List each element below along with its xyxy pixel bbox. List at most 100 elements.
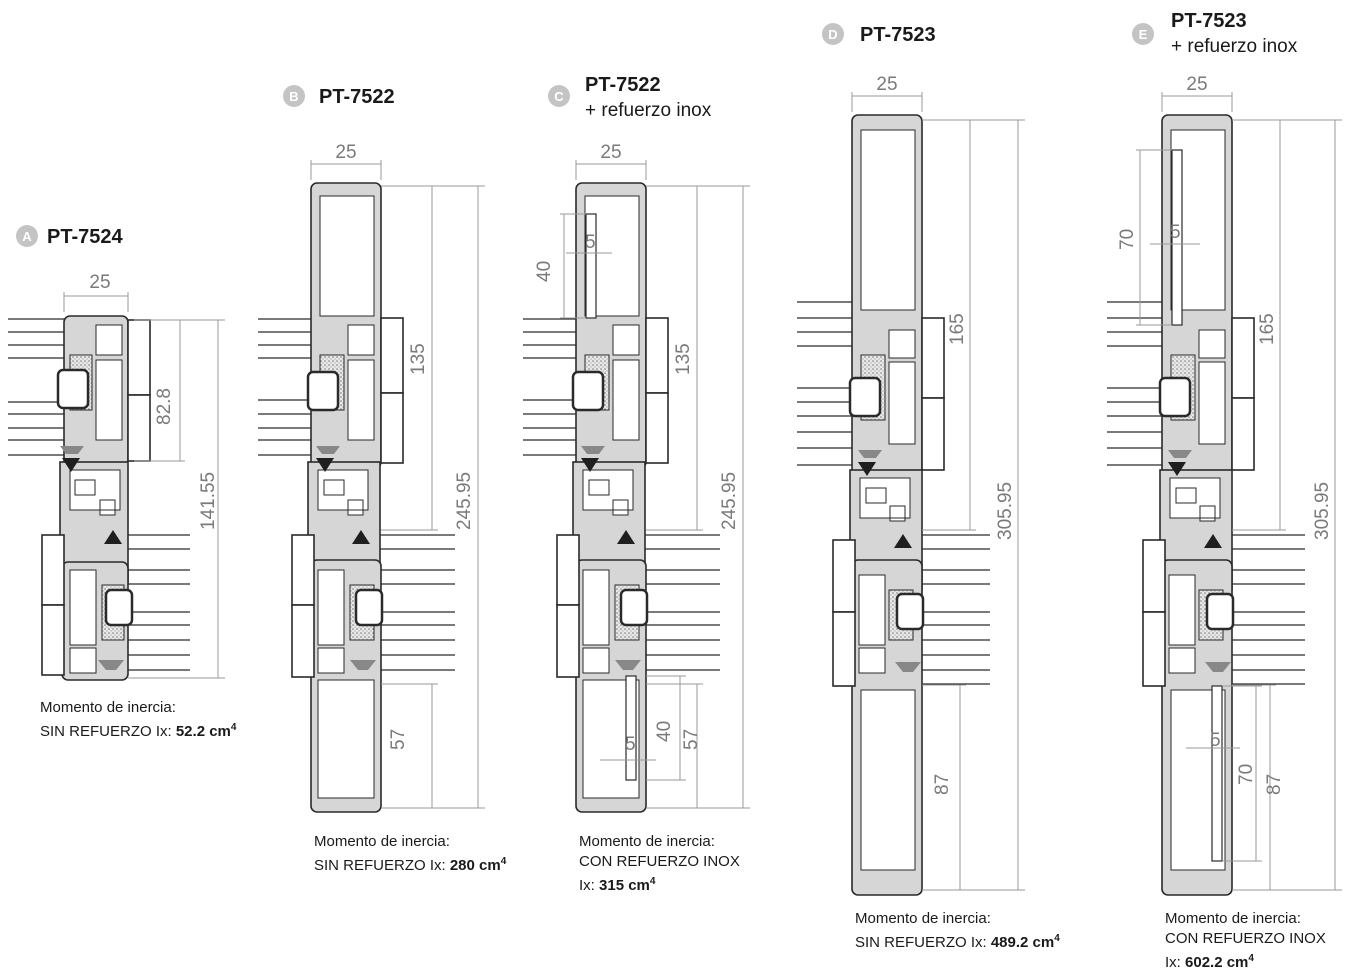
inertia-value: 280 cm bbox=[449, 857, 501, 874]
width-dimension: 25 bbox=[600, 142, 621, 163]
upper-dimension: 165 bbox=[947, 313, 968, 345]
badge-circle bbox=[822, 23, 844, 45]
inertia-exponent: 4 bbox=[500, 856, 507, 867]
section-b: B PT-7522 bbox=[258, 85, 485, 813]
inertia-value: 489.2 cm bbox=[990, 934, 1055, 951]
width-dimension: 25 bbox=[89, 272, 110, 293]
total-dimension: 245.95 bbox=[454, 472, 475, 530]
section-c: C PT-7522 + refuerzo inox bbox=[523, 74, 750, 813]
caption-line: SIN REFUERZO Ix: 280 cm4 bbox=[314, 852, 506, 876]
inertia-value: 315 cm bbox=[599, 877, 650, 894]
caption-line: CON REFUERZO INOX bbox=[579, 853, 740, 870]
caption-label: SIN REFUERZO Ix: bbox=[855, 934, 991, 951]
badge-circle bbox=[1132, 23, 1154, 45]
reinforcement-width-upper: 5 bbox=[1170, 222, 1181, 243]
reinforcement-height-upper: 40 bbox=[534, 261, 555, 282]
profile-upper bbox=[56, 315, 151, 467]
width-dimension: 25 bbox=[335, 142, 356, 163]
glazing-lines bbox=[8, 318, 190, 671]
lower-dimension: 87 bbox=[932, 774, 953, 795]
inertia-exponent: 4 bbox=[230, 722, 237, 733]
dimension-lines bbox=[63, 292, 225, 679]
dimension-lines bbox=[310, 160, 485, 809]
profile-lower bbox=[556, 461, 649, 813]
gaskets bbox=[581, 446, 641, 670]
caption-line: Momento de inercia: bbox=[40, 699, 176, 716]
glazing-lines bbox=[797, 301, 990, 685]
caption-line: CON REFUERZO INOX bbox=[1165, 930, 1326, 947]
badge-letter: C bbox=[554, 89, 564, 104]
section-a: A PT-7524 bbox=[8, 225, 225, 681]
reinforcement-height-upper: 70 bbox=[1117, 229, 1138, 250]
caption-line: Momento de inercia: bbox=[1165, 910, 1301, 927]
width-dimension: 25 bbox=[876, 74, 897, 95]
reinforcement-height-lower: 70 bbox=[1236, 764, 1257, 785]
dimension-lines bbox=[851, 92, 1025, 891]
model-title: PT-7523 bbox=[860, 24, 936, 46]
caption-b: Momento de inercia: SIN REFUERZO Ix: 280… bbox=[314, 832, 506, 876]
inertia-exponent: 4 bbox=[649, 876, 656, 887]
model-subtitle: + refuerzo inox bbox=[1171, 36, 1298, 57]
profile-upper bbox=[306, 182, 404, 469]
reinforcement-width-lower: 5 bbox=[625, 734, 636, 755]
caption-d: Momento de inercia: SIN REFUERZO Ix: 489… bbox=[855, 909, 1060, 953]
caption-line: Momento de inercia: bbox=[855, 910, 991, 927]
caption-e: Momento de inercia: CON REFUERZO INOX Ix… bbox=[1165, 909, 1326, 973]
lower-dimension: 87 bbox=[1264, 774, 1285, 795]
caption-a: Momento de inercia: SIN REFUERZO Ix: 52.… bbox=[40, 698, 236, 742]
badge-letter: A bbox=[22, 229, 32, 244]
gaskets bbox=[1168, 450, 1231, 672]
caption-line: Ix: 602.2 cm4 bbox=[1165, 949, 1326, 973]
badge-letter: D bbox=[828, 27, 837, 42]
profile-lower bbox=[291, 461, 384, 813]
profile-upper bbox=[848, 114, 945, 476]
inertia-exponent: 4 bbox=[1054, 933, 1060, 944]
profile-lower bbox=[1142, 469, 1235, 896]
section-d: D PT-7523 bbox=[797, 23, 1025, 896]
inertia-value: 52.2 cm bbox=[175, 723, 231, 740]
inertia-exponent: 4 bbox=[1248, 953, 1254, 964]
caption-label: Ix: bbox=[1165, 954, 1186, 971]
total-dimension: 245.95 bbox=[719, 472, 740, 530]
upper-dimension: 165 bbox=[1257, 313, 1278, 345]
profile-lower bbox=[41, 461, 134, 681]
caption-label: Ix: bbox=[579, 877, 600, 894]
badge-letter: E bbox=[1139, 27, 1148, 42]
badge-circle bbox=[548, 85, 570, 107]
reinforcement-width-upper: 5 bbox=[585, 232, 596, 253]
reinforcement-height-lower: 40 bbox=[654, 721, 675, 742]
model-subtitle: + refuerzo inox bbox=[585, 100, 712, 121]
caption-line: Ix: 315 cm4 bbox=[579, 872, 740, 896]
gaskets bbox=[316, 446, 376, 670]
badge-circle bbox=[16, 225, 38, 247]
caption-line: SIN REFUERZO Ix: 52.2 cm4 bbox=[40, 718, 236, 742]
reinforcement-width-lower: 5 bbox=[1210, 730, 1221, 751]
profile-upper bbox=[571, 182, 669, 469]
caption-line: Momento de inercia: bbox=[579, 833, 715, 850]
upper-dimension: 82.8 bbox=[154, 388, 175, 425]
caption-line: SIN REFUERZO Ix: 489.2 cm4 bbox=[855, 929, 1060, 953]
width-dimension: 25 bbox=[1186, 74, 1207, 95]
gaskets bbox=[60, 446, 124, 670]
total-dimension: 305.95 bbox=[1312, 482, 1333, 540]
section-e: E PT-7523 + refuerzo inox bbox=[1107, 10, 1342, 896]
caption-label: SIN REFUERZO Ix: bbox=[314, 857, 450, 874]
dimension-lines bbox=[1136, 92, 1342, 891]
dimension-lines bbox=[560, 160, 750, 809]
lower-dimension: 57 bbox=[681, 729, 702, 750]
model-title: PT-7523 bbox=[1171, 10, 1247, 32]
model-title: PT-7522 bbox=[319, 86, 395, 108]
inertia-value: 602.2 cm bbox=[1185, 954, 1249, 971]
gaskets bbox=[858, 450, 921, 672]
total-dimension: 305.95 bbox=[995, 482, 1016, 540]
upper-dimension: 135 bbox=[673, 343, 694, 375]
badge-letter: B bbox=[289, 89, 298, 104]
glazing-lines bbox=[258, 318, 455, 671]
caption-line: Momento de inercia: bbox=[314, 833, 450, 850]
profile-upper bbox=[1158, 114, 1255, 476]
lower-dimension: 57 bbox=[388, 729, 409, 750]
glazing-lines bbox=[1107, 301, 1305, 685]
upper-dimension: 135 bbox=[408, 343, 429, 375]
badge-circle bbox=[283, 85, 305, 107]
profile-lower bbox=[832, 469, 925, 896]
